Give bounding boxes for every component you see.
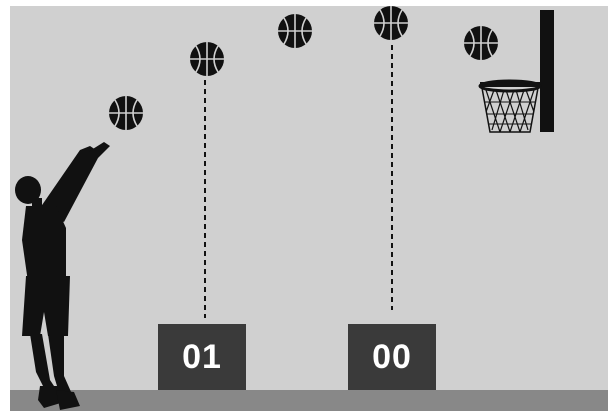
- basketball-player-silhouette: [15, 142, 110, 410]
- court-floor: [10, 390, 608, 411]
- wall-background: [10, 6, 608, 390]
- basketball-icon: [463, 25, 499, 61]
- basketball-icon: [373, 5, 409, 41]
- counter-display-right: 00: [348, 324, 436, 390]
- basketball-icon: [108, 95, 144, 131]
- basketball-icon: [189, 41, 225, 77]
- counter-display-left: 01: [158, 324, 246, 390]
- basketball-hoop-icon: [478, 10, 554, 133]
- basketball-icon: [277, 13, 313, 49]
